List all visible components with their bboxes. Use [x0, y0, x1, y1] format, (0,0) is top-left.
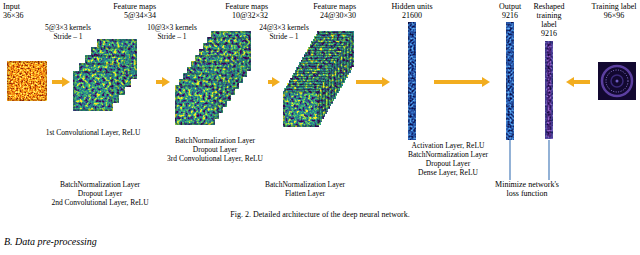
label-arrow: [574, 80, 590, 84]
node-text-line: Feature maps: [170, 2, 268, 11]
layer-label: Dense Layer, ReLU: [418, 168, 478, 177]
node-text-line: 5@34×34: [70, 11, 156, 20]
node-text-line: 21600: [390, 11, 434, 20]
loss-line: [509, 140, 510, 180]
output-layer: Output9216: [490, 2, 530, 140]
node-text: 9216: [502, 11, 518, 20]
node-text-line: Minimize network's loss function: [492, 180, 562, 198]
layer-label: Activation Layer, ReLU: [412, 141, 485, 150]
layer-label: BatchNormalization Layer: [175, 136, 255, 145]
layer-arrow: [52, 80, 62, 84]
node-text: Training label: [592, 2, 637, 11]
node-text-line: Hidden units: [390, 2, 434, 11]
node-text-line: 10@32×32: [170, 11, 268, 20]
layer-label: Flatten Layer: [285, 189, 325, 198]
layer-arrow: [156, 80, 162, 84]
training-label-image: [598, 62, 636, 100]
feature-map: [192, 62, 230, 100]
hidden-units-bar: [409, 24, 415, 138]
feature-map: [92, 48, 130, 86]
feature-map: [286, 89, 320, 123]
layer-arrow: [356, 80, 382, 84]
loss-line: [548, 140, 549, 180]
label-dot: [616, 80, 619, 83]
layer-label: Dropout Layer: [193, 145, 237, 154]
node-text: 10@32×32: [232, 11, 268, 20]
node-text: 24@30×30: [320, 11, 356, 20]
node-text-line: 36×36: [3, 11, 52, 20]
input-image: [8, 62, 46, 100]
layer-label: BatchNormalization Layer: [265, 180, 345, 189]
node-text: Feature maps: [225, 2, 268, 11]
feature-map-stack: Feature maps10@32×32: [170, 2, 268, 126]
feature-map: [180, 80, 218, 118]
layer-label: 3rd Convolutional Layer, ReLU: [167, 154, 263, 163]
node-text-line: Reshaped training label: [532, 2, 566, 29]
node-text: Minimize network's loss function: [495, 180, 559, 198]
layer-label: Dropout Layer: [78, 189, 122, 198]
node-text-line: Output: [490, 2, 530, 11]
feature-map: [80, 64, 118, 102]
layer-label: BatchNormalization Layer: [408, 150, 488, 159]
feature-map: [98, 40, 136, 78]
node-text: 21600: [402, 11, 422, 20]
node-text-line: Input: [3, 2, 52, 11]
kernel-label: 24@3×3 kernels Stride – 1: [256, 23, 312, 41]
loss-function: Minimize network's loss function: [492, 180, 562, 202]
output-bar: [507, 24, 513, 138]
label-ring: [602, 66, 632, 96]
node-text: 5@34×34: [124, 11, 156, 20]
node-text-line: 96×96: [590, 11, 638, 20]
training-label: Training label96×96: [590, 2, 638, 102]
node-text-line: Training label: [590, 2, 638, 11]
feature-map: [204, 44, 242, 82]
node-text: Input: [3, 2, 20, 11]
figure-caption: Fig. 2. Detailed architecture of the dee…: [230, 210, 409, 220]
layer-label: Dropout Layer: [426, 159, 470, 168]
node-text-line: Feature maps: [70, 2, 156, 11]
feature-map-stack: Feature maps5@34×34: [70, 2, 156, 128]
node-text-line: 24@30×30: [280, 11, 356, 20]
kernel-label: 10@3×3 kernels Stride – 1: [144, 23, 200, 41]
node-text: Feature maps: [313, 2, 356, 11]
node-text: Hidden units: [391, 2, 432, 11]
hidden-layer: Hidden units21600: [390, 2, 434, 140]
node-text: Output: [499, 2, 521, 11]
section-heading: B. Data pre-processing: [4, 236, 97, 248]
feature-map: [176, 86, 214, 124]
node-text-line: 9216: [490, 11, 530, 20]
layer-label: BatchNormalization Layer: [60, 180, 140, 189]
feature-map: [184, 74, 222, 112]
node-text-line: 9216: [532, 29, 566, 38]
reshaped-label-bar: [546, 42, 552, 138]
node-text: 36×36: [3, 11, 24, 20]
feature-map-stack: Feature maps24@30×30: [280, 2, 356, 128]
reshaped-label: Reshaped training label9216: [532, 2, 566, 140]
feature-map: [212, 32, 250, 70]
layer-label: 2nd Convolutional Layer, ReLU: [51, 198, 148, 207]
layer-label: 1st Convolutional Layer, ReLU: [46, 128, 141, 137]
label-ring: [611, 75, 623, 87]
input-layer: Input36×36: [3, 2, 52, 112]
feature-map: [188, 68, 226, 106]
node-text: 96×96: [604, 11, 625, 20]
layer-arrow: [268, 80, 272, 84]
node-text-line: Feature maps: [280, 2, 356, 11]
feature-map: [200, 50, 238, 88]
node-text: Reshaped training label: [533, 2, 564, 29]
feature-map: [284, 92, 318, 126]
node-text: Feature maps: [113, 2, 156, 11]
feature-map: [196, 56, 234, 94]
feature-map: [86, 56, 124, 94]
kernel-label: 5@3×3 kernels Stride – 1: [40, 23, 96, 41]
label-ring: [606, 70, 628, 92]
feature-map: [74, 72, 112, 110]
feature-map: [208, 38, 246, 76]
node-text: 9216: [541, 29, 557, 38]
layer-arrow: [434, 80, 482, 84]
